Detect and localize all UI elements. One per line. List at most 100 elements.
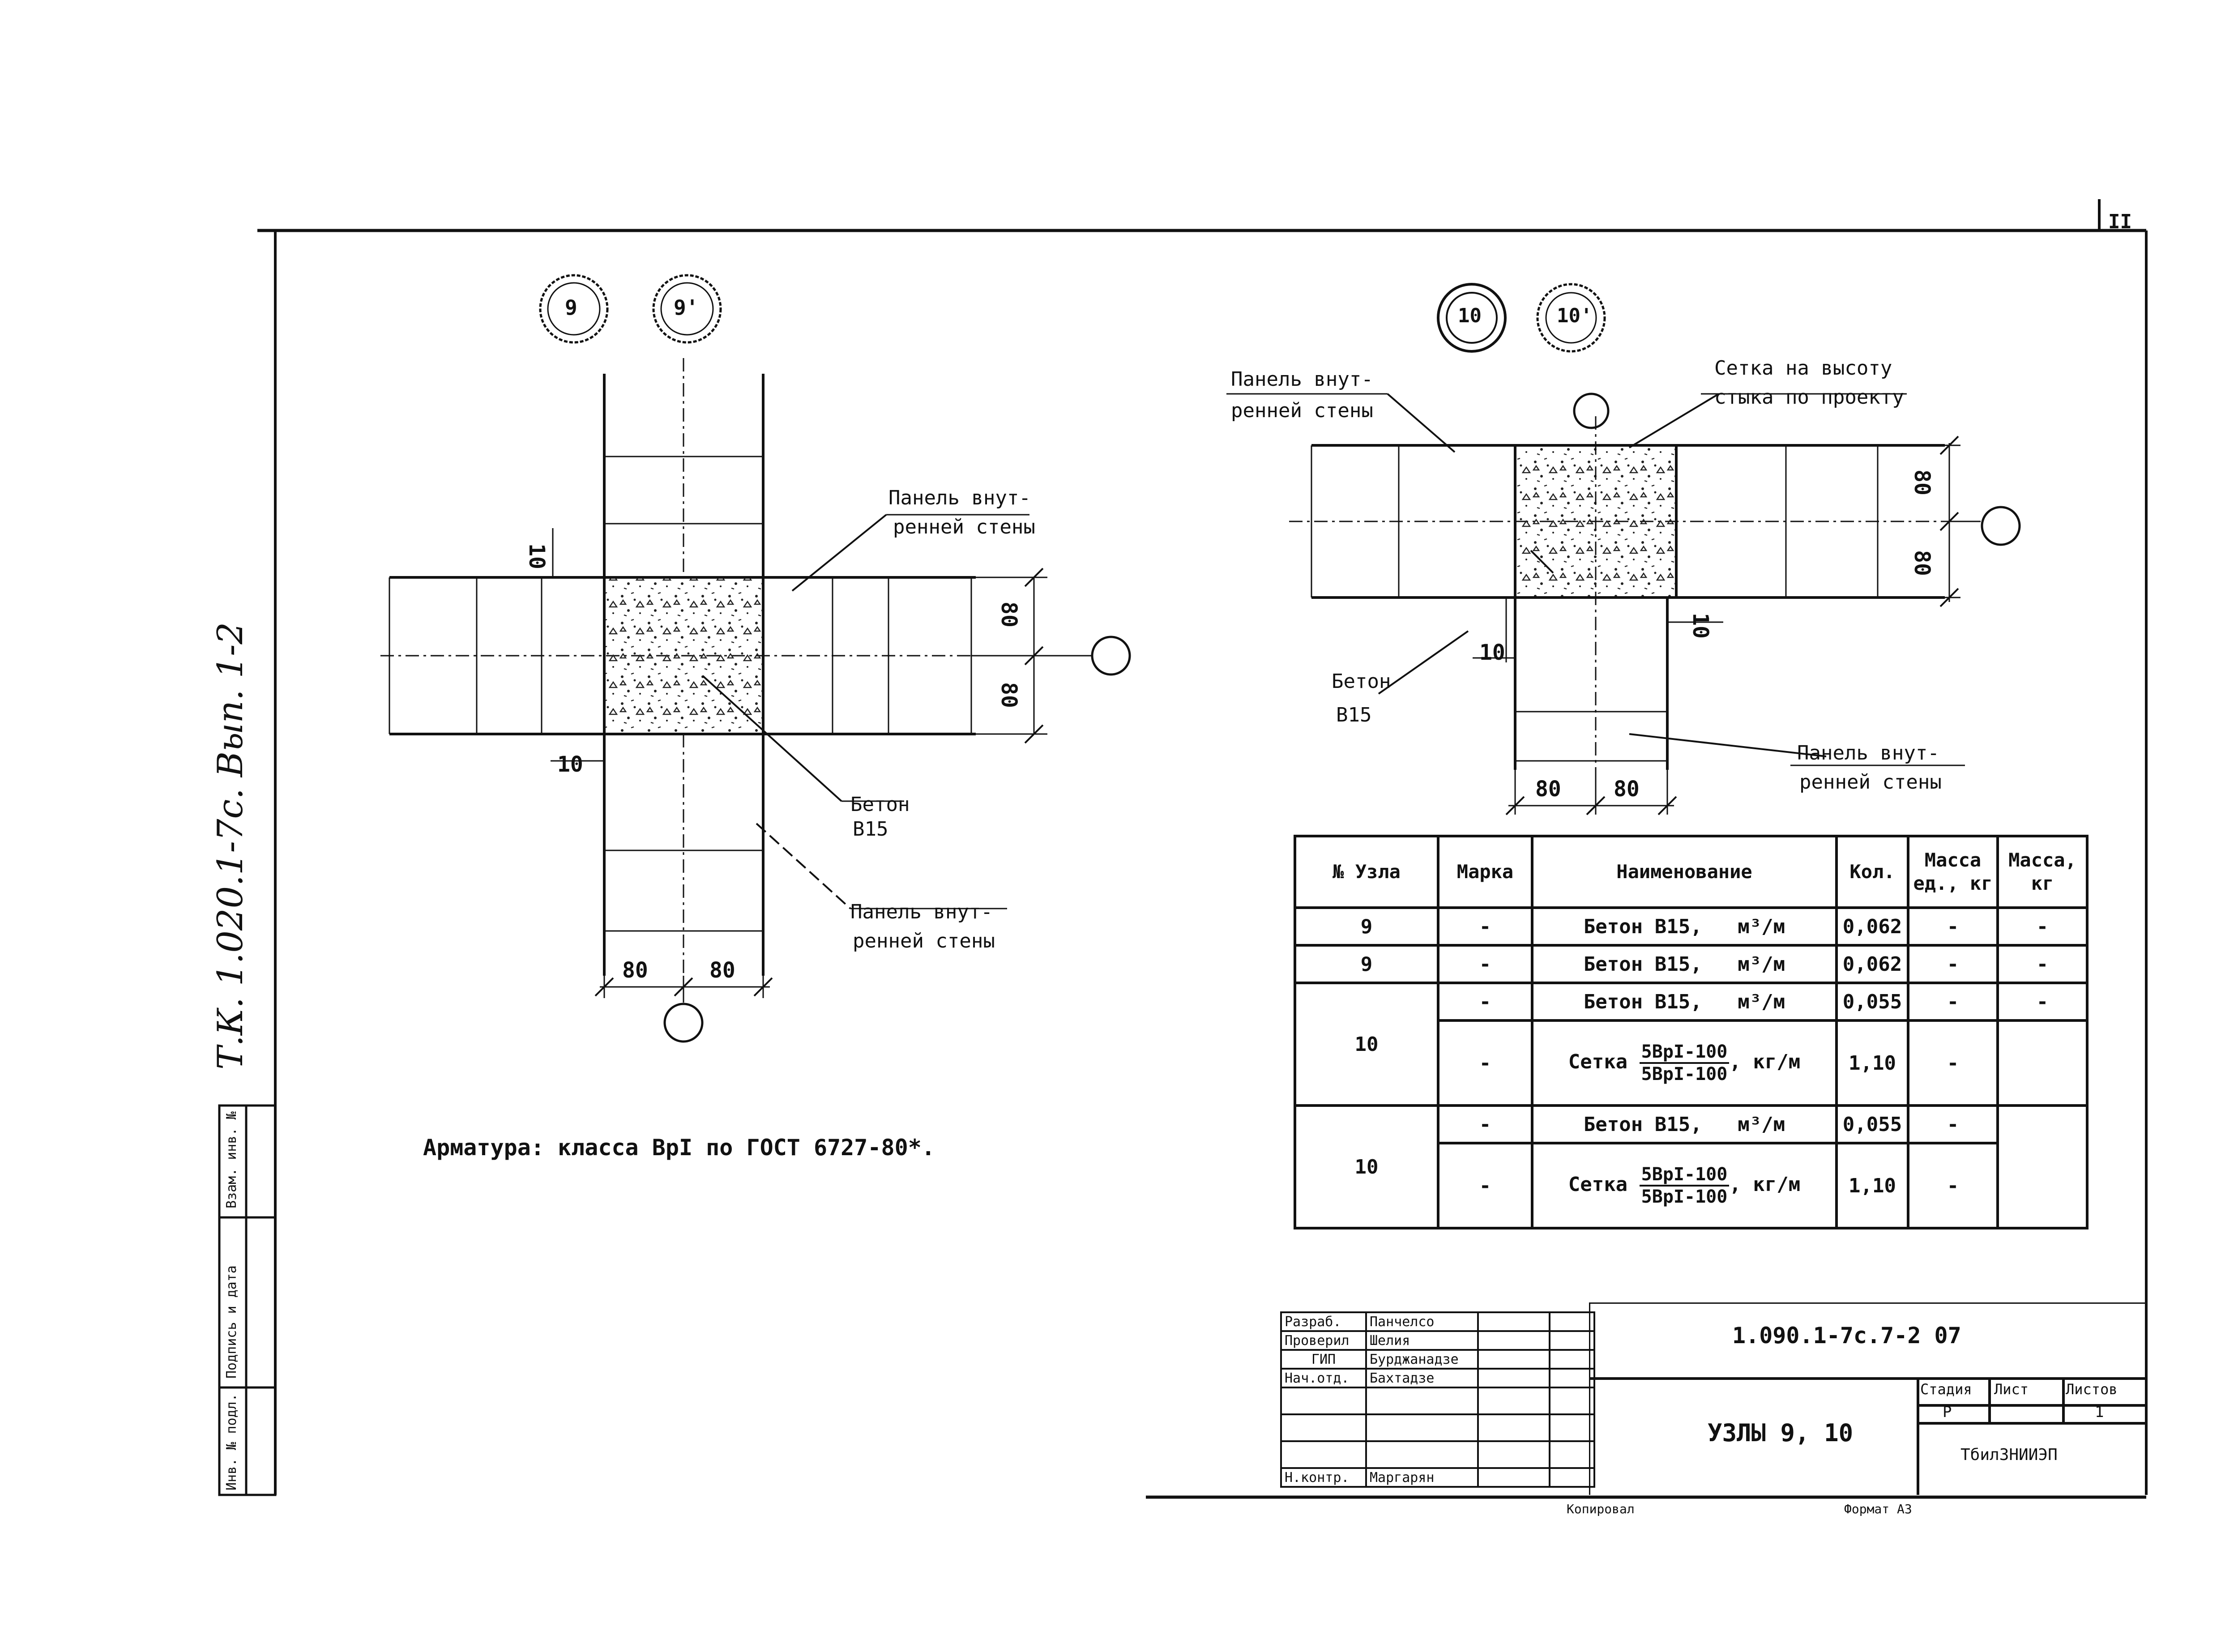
cell-mass xyxy=(1996,1104,2089,1229)
cell-qty: 0,062 xyxy=(1835,944,1909,984)
cell-qty: 0,062 xyxy=(1835,906,1909,947)
cell-mass-unit: - xyxy=(1907,1019,1999,1107)
cell-name-text: Бетон В15, xyxy=(1583,990,1702,1013)
cell-node: 9 xyxy=(1294,944,1439,984)
cell-mark: - xyxy=(1437,944,1533,984)
title-block-frame xyxy=(1589,1302,2148,1495)
role-cell: Н.контр. xyxy=(1280,1467,1367,1488)
spec-header-mass-unit-2: ед., кг xyxy=(1913,872,1993,894)
stamp-label-inv: Инв. № подл. xyxy=(224,1393,239,1490)
cell-mark: - xyxy=(1437,906,1533,947)
node10-label-panel-left-2: ренней стены xyxy=(1231,399,1373,422)
date-cell xyxy=(1549,1413,1595,1442)
cell-mass-unit: - xyxy=(1907,982,1999,1022)
stage-value: Р xyxy=(1943,1403,1952,1421)
cell-mass: - xyxy=(1996,944,2089,984)
signature-cell xyxy=(1477,1387,1550,1415)
node9-dim-left-10: 10 xyxy=(557,752,583,777)
spec-header-node: № Узла xyxy=(1294,835,1439,909)
cell-unit: м³/м xyxy=(1738,952,1785,976)
node10-label-concrete-2: В15 xyxy=(1336,704,1372,726)
spec-header-name: Наименование xyxy=(1531,835,1838,909)
node9-label-panel-top-1: Панель внут- xyxy=(888,487,1031,509)
node10-dim-v-80-1: 80 xyxy=(1909,470,1935,495)
name-cell xyxy=(1365,1413,1479,1442)
cell-mass-unit: - xyxy=(1907,906,1999,947)
date-cell xyxy=(1549,1349,1595,1370)
cell-name-text: Бетон В15, xyxy=(1583,1113,1702,1136)
cell-unit: , кг/м xyxy=(1729,1050,1801,1073)
node10-dim-10-a: 10 xyxy=(1479,640,1505,665)
signature-cell xyxy=(1477,1467,1550,1488)
node9-drawing xyxy=(380,274,1131,1043)
node10-marker-a: 10 xyxy=(1458,304,1482,327)
cell-qty: 0,055 xyxy=(1835,1104,1909,1144)
organization: ТбилЗНИИЭП xyxy=(1960,1446,2058,1464)
cell-name-text: Бетон В15, xyxy=(1583,952,1702,976)
cell-unit: м³/м xyxy=(1738,915,1785,938)
cell-node: 10 xyxy=(1294,1104,1439,1229)
cell-unit: м³/м xyxy=(1738,990,1785,1013)
cell-node: 9 xyxy=(1294,906,1439,947)
cell-unit: м³/м xyxy=(1738,1113,1785,1136)
cell-name: Бетон В15, м³/м xyxy=(1531,906,1838,947)
cell-name: Бетон В15, м³/м xyxy=(1531,1104,1838,1144)
role-cell xyxy=(1280,1387,1367,1415)
paper-format: Формат А3 xyxy=(1844,1502,1912,1516)
role-cell: Нач.отд. xyxy=(1280,1368,1367,1388)
signature-row: Н.контр.Маргарян xyxy=(1280,1467,1595,1488)
role-cell: ГИП xyxy=(1280,1349,1367,1370)
margin-note: Т.К. 1.020.1-7с. Вып. 1-2 xyxy=(210,622,251,1070)
node10-label-mesh-2: стыка по проекту xyxy=(1714,386,1904,409)
cell-mass-unit: - xyxy=(1907,1104,1999,1144)
table-row: 9 - Бетон В15, м³/м 0,062 - - xyxy=(1294,906,2089,947)
node10-drawing xyxy=(1226,283,2021,815)
node10-label-mesh-1: Сетка на высоту xyxy=(1714,357,1892,380)
spec-header-mass-unit-1: Масса xyxy=(1924,849,1982,871)
spec-header-qty: Кол. xyxy=(1835,835,1909,909)
cell-mass-unit: - xyxy=(1907,1142,1999,1229)
signature-cell xyxy=(1477,1368,1550,1388)
name-cell: Бурджанадзе xyxy=(1365,1349,1479,1370)
node9-marker-a: 9 xyxy=(565,295,577,320)
node10-marker-b: 10' xyxy=(1557,304,1593,327)
spec-header-mass-1: Масса, xyxy=(2008,849,2076,871)
stamp-label-replace: Взам. инв. № xyxy=(224,1111,239,1208)
role-cell: Разраб. xyxy=(1280,1311,1367,1332)
node9-label-concrete-1: Бетон xyxy=(850,793,910,816)
spec-header-mass: Масса,кг xyxy=(1996,835,2089,909)
cell-name-text: Сетка xyxy=(1568,1173,1628,1196)
cell-mark: - xyxy=(1437,982,1533,1022)
node10-label-panel-bottom-1: Панель внут- xyxy=(1797,742,1939,764)
node9-label-panel-top-2: ренней стены xyxy=(893,516,1035,538)
role-cell: Проверил xyxy=(1280,1330,1367,1351)
doc-code: 1.090.1-7с.7-2 07 xyxy=(1732,1323,1961,1349)
signature-row: Разраб.Панчелсо xyxy=(1280,1311,1595,1332)
cell-mass xyxy=(1996,1019,2089,1107)
cell-mark: - xyxy=(1437,1104,1533,1144)
sheets-value: 1 xyxy=(2095,1403,2104,1421)
signature-row xyxy=(1280,1413,1595,1442)
date-cell xyxy=(1549,1311,1595,1332)
signature-cell xyxy=(1477,1349,1550,1370)
role-cell xyxy=(1280,1440,1367,1469)
stage-label: Стадия xyxy=(1920,1381,1972,1398)
table-row: 10 - Бетон В15, м³/м 0,055 - xyxy=(1294,1104,2089,1229)
spec-header-mark: Марка xyxy=(1437,835,1533,909)
role-cell xyxy=(1280,1413,1367,1442)
table-row: 9 - Бетон В15, м³/м 0,062 - - xyxy=(1294,944,2089,984)
cell-qty: 1,10 xyxy=(1835,1019,1909,1107)
sheets-label: Листов xyxy=(2066,1381,2118,1398)
name-cell xyxy=(1365,1387,1479,1415)
stamp-label-signature: Подпись и дата xyxy=(224,1265,239,1379)
signature-row xyxy=(1280,1440,1595,1469)
